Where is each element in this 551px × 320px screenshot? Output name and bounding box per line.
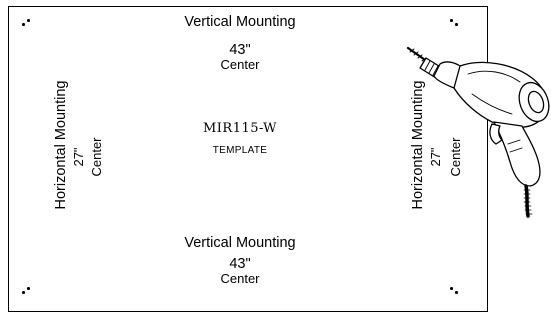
top-mounting-title: Vertical Mounting: [184, 14, 296, 30]
bottom-mounting-title: Vertical Mounting: [184, 235, 296, 251]
drill-icon: [406, 46, 550, 218]
mounting-hole-marker-icon: [450, 19, 460, 27]
template-sheet: [8, 6, 488, 312]
bottom-mounting-sub: Center: [220, 271, 260, 286]
mounting-hole-marker-icon: [22, 19, 32, 27]
left-mounting-size: 27": [71, 147, 86, 167]
mounting-hole-marker-icon: [450, 287, 460, 295]
bottom-mounting-size: 43": [229, 256, 251, 272]
top-mounting-size: 43": [229, 42, 251, 58]
template-caption: TEMPLATE: [212, 145, 268, 156]
left-mounting-title: Horizontal Mounting: [53, 80, 69, 210]
model-number: MIR115-W: [202, 121, 278, 136]
top-mounting-sub: Center: [220, 57, 260, 72]
left-mounting-sub: Center: [89, 137, 104, 177]
mounting-hole-marker-icon: [22, 287, 32, 295]
